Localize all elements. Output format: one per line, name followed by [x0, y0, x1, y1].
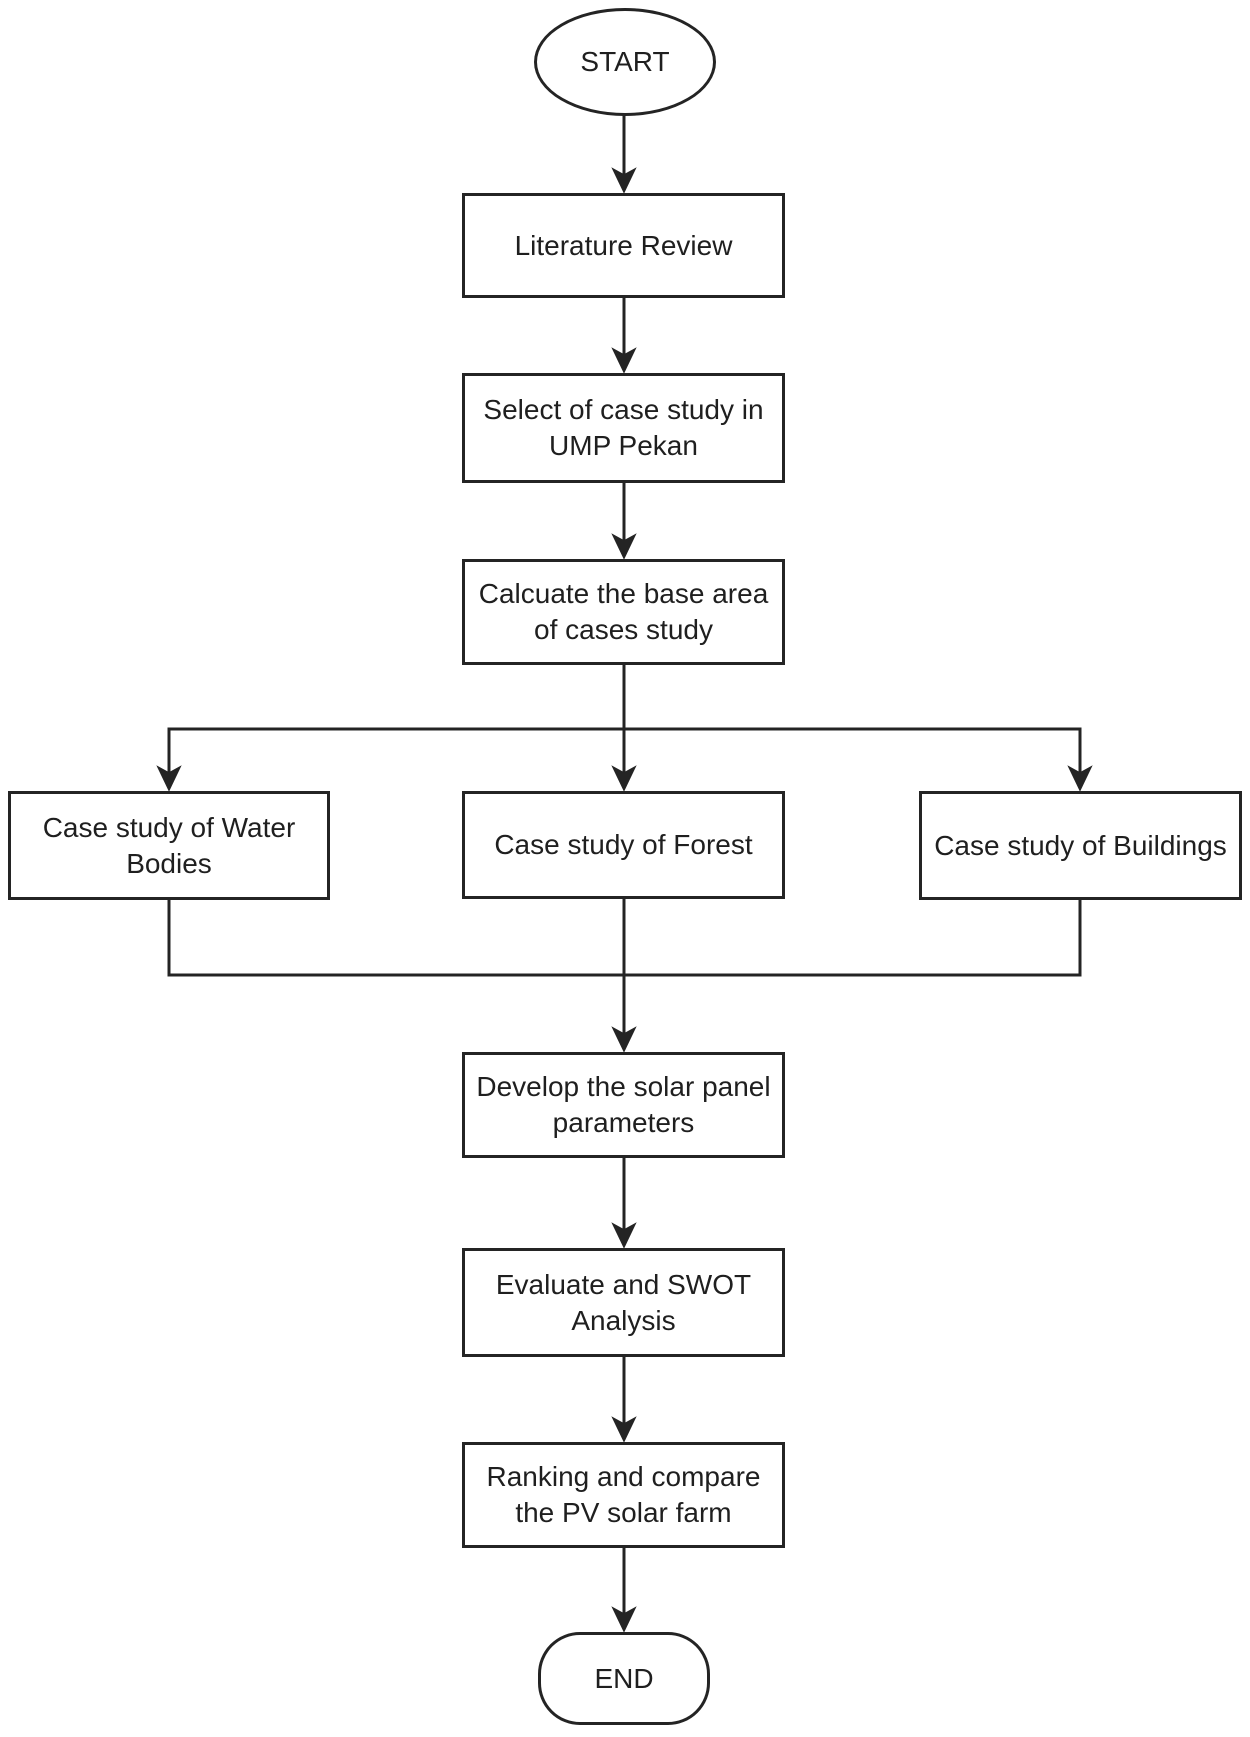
end-label: END — [594, 1662, 654, 1694]
node-select-case-study: Select of case study in UMP Pekan — [462, 373, 785, 483]
select-case-study-label: Select of case study in UMP Pekan — [483, 394, 764, 461]
node-develop-parameters: Develop the solar panel parameters — [462, 1052, 785, 1158]
node-ranking-compare: Ranking and compare the PV solar farm — [462, 1442, 785, 1548]
node-case-water-bodies: Case study of Water Bodies — [8, 791, 330, 900]
ranking-compare-label: Ranking and compare the PV solar farm — [486, 1461, 761, 1528]
node-start-terminal: START — [534, 8, 716, 116]
node-case-buildings: Case study of Buildings — [919, 791, 1242, 900]
arrowhead-icons — [156, 167, 1093, 1633]
node-calculate-base-area: Calcuate the base area of cases study — [462, 559, 785, 665]
case-water-bodies-label: Case study of Water Bodies — [42, 811, 296, 879]
case-forest-label: Case study of Forest — [494, 829, 753, 861]
develop-parameters-label: Develop the solar panel parameters — [476, 1071, 771, 1138]
node-end-terminal: END — [538, 1632, 710, 1725]
node-evaluate-swot: Evaluate and SWOT Analysis — [462, 1248, 785, 1357]
connector-line-paths — [167, 114, 1082, 1615]
node-literature-review: Literature Review — [462, 193, 785, 298]
evaluate-swot-label: Evaluate and SWOT Analysis — [495, 1268, 752, 1336]
literature-review-label: Literature Review — [514, 229, 733, 261]
calculate-base-area-label: Calcuate the base area of cases study — [478, 578, 769, 645]
case-buildings-label: Case study of Buildings — [934, 829, 1227, 861]
node-case-forest: Case study of Forest — [462, 791, 785, 899]
start-label: START — [580, 46, 670, 78]
